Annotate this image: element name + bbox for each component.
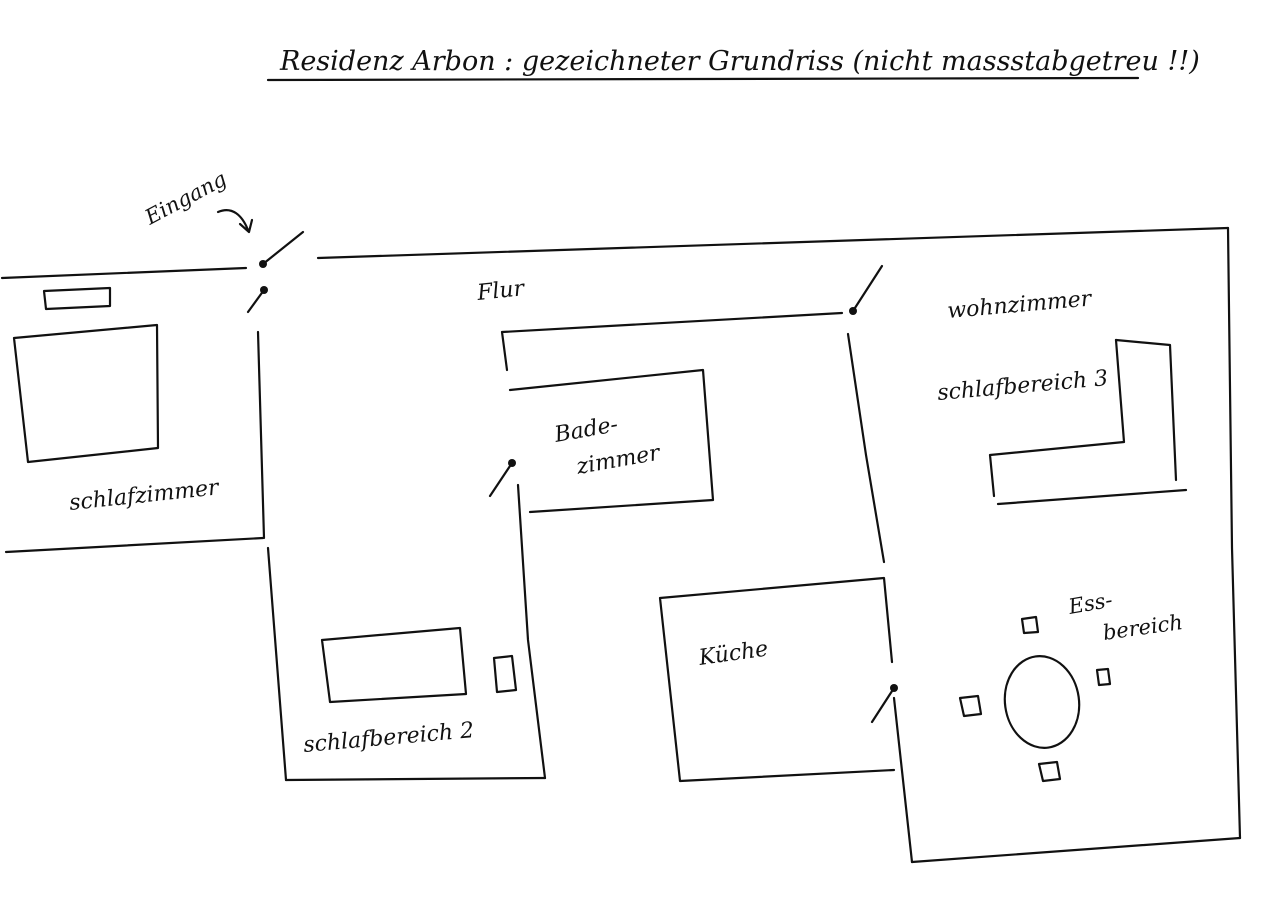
sleep3-bed-inner bbox=[988, 338, 1126, 498]
label-essbereich-2: bereich bbox=[1101, 610, 1184, 645]
entrance-door-leaf-top bbox=[261, 230, 305, 266]
wall-corridor-lower bbox=[516, 483, 547, 780]
sleep2-nightstand bbox=[492, 654, 518, 694]
wall-bedroom-bottom bbox=[4, 536, 265, 554]
bedroom-bed bbox=[12, 323, 160, 464]
wall-right bbox=[1226, 226, 1242, 840]
sleep3-bed-outer bbox=[1114, 338, 1178, 482]
wall-bottom-middle bbox=[284, 776, 547, 782]
wall-bottom-right bbox=[910, 836, 1242, 864]
wall-living-divider bbox=[846, 332, 886, 564]
dining-table bbox=[1003, 655, 1081, 749]
wall-left-vertical bbox=[256, 330, 266, 540]
entrance-door-leaf-bottom bbox=[246, 288, 266, 314]
dining-chair-top bbox=[1020, 615, 1040, 635]
label-wohnzimmer: wohnzimmer bbox=[946, 286, 1093, 324]
label-schlafbereich3: schlafbereich 3 bbox=[936, 366, 1109, 406]
label-schlafbereich2: schlafbereich 2 bbox=[302, 718, 475, 758]
label-kueche: Küche bbox=[696, 636, 769, 671]
dining-chair-left bbox=[958, 694, 983, 718]
kitchen-door-leaf bbox=[870, 686, 896, 724]
dining-chair-right bbox=[1095, 667, 1112, 687]
label-flur: Flur bbox=[475, 276, 527, 306]
label-badezimmer-1: Bade- bbox=[552, 412, 620, 448]
wall-corridor-upper bbox=[500, 311, 844, 372]
wall-top-left bbox=[0, 266, 248, 280]
wall-bathroom bbox=[508, 368, 715, 514]
label-badezimmer-2: zimmer bbox=[574, 440, 663, 480]
wall-lower-left-step bbox=[892, 696, 914, 864]
wall-kitchen bbox=[658, 576, 896, 783]
bedroom-shelf bbox=[42, 286, 112, 311]
sleep2-bed bbox=[320, 626, 468, 704]
entrance-arrow bbox=[216, 209, 254, 234]
living-door-leaf bbox=[851, 264, 884, 313]
plan-title: Residenz Arbon : gezeichneter Grundriss … bbox=[279, 46, 1200, 77]
sleep3-bed-bottom bbox=[996, 488, 1188, 506]
wall-left-lower-vertical bbox=[266, 546, 288, 782]
label-eingang: Eingang bbox=[140, 167, 230, 230]
title-underline bbox=[266, 76, 1140, 82]
wall-top-main bbox=[316, 226, 1230, 260]
label-essbereich-1: Ess- bbox=[1066, 588, 1114, 619]
bathroom-door-leaf bbox=[488, 461, 514, 498]
label-schlafzimmer: schlafzimmer bbox=[68, 475, 221, 516]
dining-chair-bottom bbox=[1037, 760, 1062, 783]
